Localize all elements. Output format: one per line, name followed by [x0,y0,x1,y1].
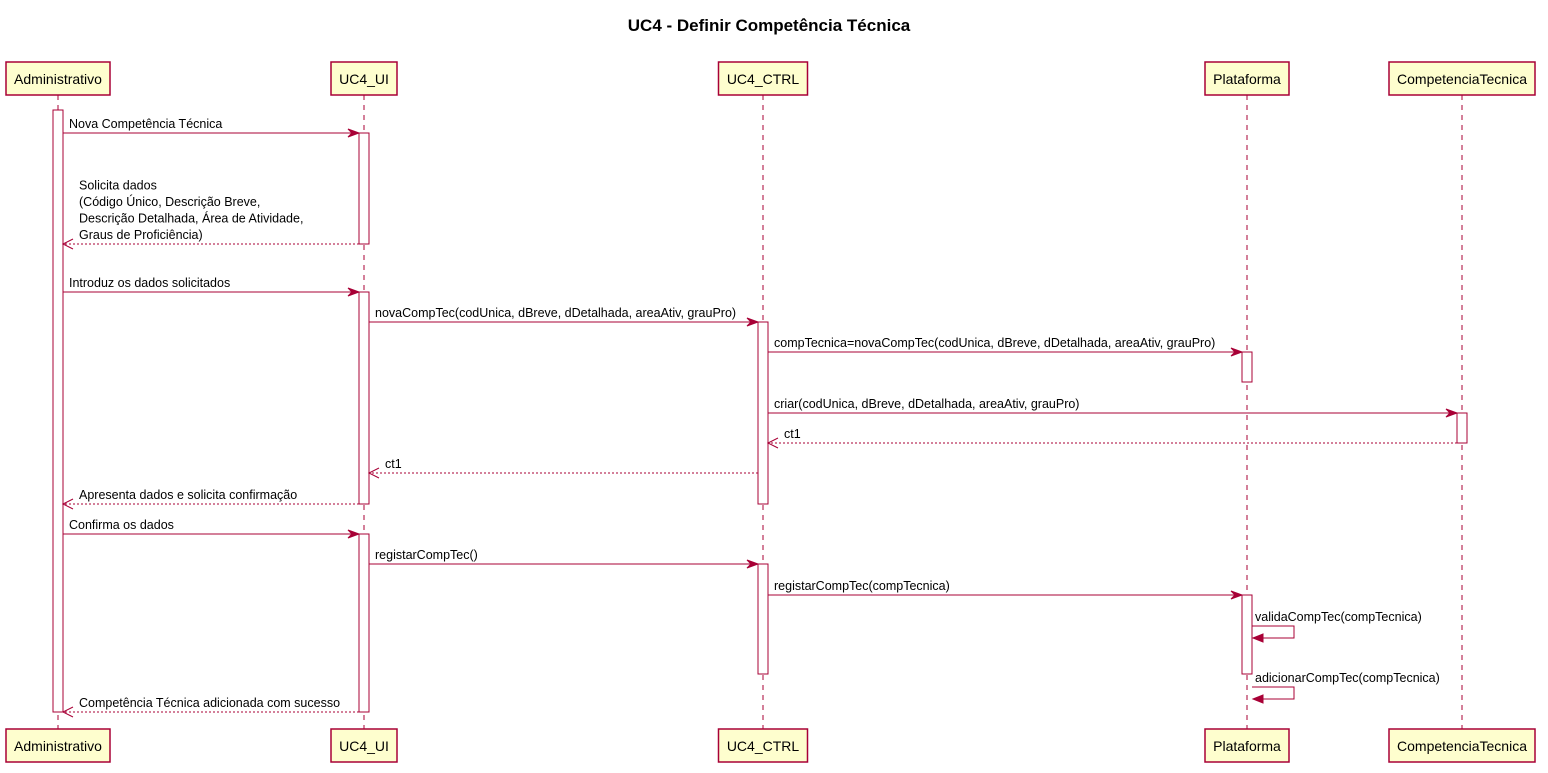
arrow-head [347,287,361,297]
participant-label: UC4_UI [339,71,389,87]
participant-label: Plataforma [1213,71,1281,87]
participants: AdministrativoAdministrativoUC4_UIUC4_UI… [5,61,1536,763]
arrow-head [61,498,74,510]
participant-box [330,728,398,763]
participant-ct-top: CompetenciaTecnica [1388,61,1536,96]
message-3: Introduz os dados solicitados [63,276,361,297]
message-9: Apresenta dados e solicita confirmação [61,488,359,510]
message-label: novaCompTec(codUnica, dBreve, dDetalhada… [375,306,736,320]
activation-bar-plat [1241,594,1253,675]
activation-bar-adm [52,109,64,713]
participant-box [330,61,398,96]
participant-label: Administrativo [14,71,102,87]
participant-plat-bottom: Plataforma [1204,728,1290,763]
participant-label: UC4_CTRL [727,71,800,87]
arrow-head [746,559,760,569]
message-label: ct1 [784,427,801,441]
participant-box [1204,728,1290,763]
participant-box [5,728,111,763]
message-label: criar(codUnica, dBreve, dDetalhada, area… [774,397,1079,411]
activation-bar-ui [358,291,370,505]
participant-box [717,61,809,96]
message-5: compTecnica=novaCompTec(codUnica, dBreve… [768,336,1244,357]
arrow-head [1445,408,1459,418]
message-line [1252,686,1295,700]
participant-ui-top: UC4_UI [330,61,398,96]
diagram-title: UC4 - Definir Competência Técnica [628,16,911,35]
message-14: adicionarCompTec(compTecnica) [1251,671,1440,704]
message-10: Confirma os dados [63,518,361,539]
arrow-head [367,467,380,479]
arrow-head [347,529,361,539]
arrow-head [766,437,779,449]
participant-ui-bottom: UC4_UI [330,728,398,763]
arrow-head [1251,694,1264,704]
participant-box [1388,61,1536,96]
activation-bar-ui [358,533,370,713]
activation-bars [52,109,1468,713]
participant-ctrl-top: UC4_CTRL [717,61,809,96]
message-label: registarCompTec() [375,548,478,562]
arrow-head [1251,633,1264,643]
message-1: Nova Competência Técnica [63,117,361,138]
participant-label: UC4_CTRL [727,738,800,754]
message-label: (Código Único, Descrição Breve, [79,194,260,209]
activation-bar-ctrl [757,321,769,505]
participant-adm-bottom: Administrativo [5,728,111,763]
participant-adm-top: Administrativo [5,61,111,96]
participant-box [1204,61,1290,96]
message-label: adicionarCompTec(compTecnica) [1255,671,1440,685]
participant-label: CompetenciaTecnica [1397,71,1527,87]
participant-plat-top: Plataforma [1204,61,1290,96]
participant-ctrl-bottom: UC4_CTRL [717,728,809,763]
participant-label: Plataforma [1213,738,1281,754]
message-label: Solicita dados [79,179,157,193]
message-label: Apresenta dados e solicita confirmação [79,488,297,502]
message-15: Competência Técnica adicionada com suces… [61,696,359,718]
message-label: Confirma os dados [69,518,174,532]
message-11: registarCompTec() [369,548,760,569]
activation-bar-ctrl [757,563,769,675]
arrow-head [61,706,74,718]
message-line [1252,625,1295,639]
message-2: Solicita dados(Código Único, Descrição B… [61,179,359,250]
message-6: criar(codUnica, dBreve, dDetalhada, area… [768,397,1459,418]
arrow-head [1230,347,1244,357]
message-label: Graus de Proficiência) [79,228,203,242]
participant-label: Administrativo [14,738,102,754]
participant-box [5,61,111,96]
message-8: ct1 [367,457,758,479]
participant-label: CompetenciaTecnica [1397,738,1527,754]
activation-bar-plat [1241,351,1253,383]
participant-box [1388,728,1536,763]
message-label: compTecnica=novaCompTec(codUnica, dBreve… [774,336,1215,350]
arrow-head [1230,590,1244,600]
activation-bar-ui [358,132,370,245]
message-label: ct1 [385,457,402,471]
message-label: registarCompTec(compTecnica) [774,579,950,593]
participant-label: UC4_UI [339,738,389,754]
message-label: Nova Competência Técnica [69,117,222,131]
message-7: ct1 [766,427,1457,449]
message-12: registarCompTec(compTecnica) [768,579,1244,600]
message-label: Descrição Detalhada, Área de Atividade, [79,211,303,226]
message-label: Introduz os dados solicitados [69,276,230,290]
activation-bar-ct [1456,412,1468,444]
message-label: validaCompTec(compTecnica) [1255,610,1422,624]
arrow-head [746,317,760,327]
arrow-head [61,238,74,250]
participant-ct-bottom: CompetenciaTecnica [1388,728,1536,763]
participant-box [717,728,809,763]
arrow-head [347,128,361,138]
message-13: validaCompTec(compTecnica) [1251,610,1422,643]
message-4: novaCompTec(codUnica, dBreve, dDetalhada… [369,306,760,327]
message-label: Competência Técnica adicionada com suces… [79,696,340,710]
